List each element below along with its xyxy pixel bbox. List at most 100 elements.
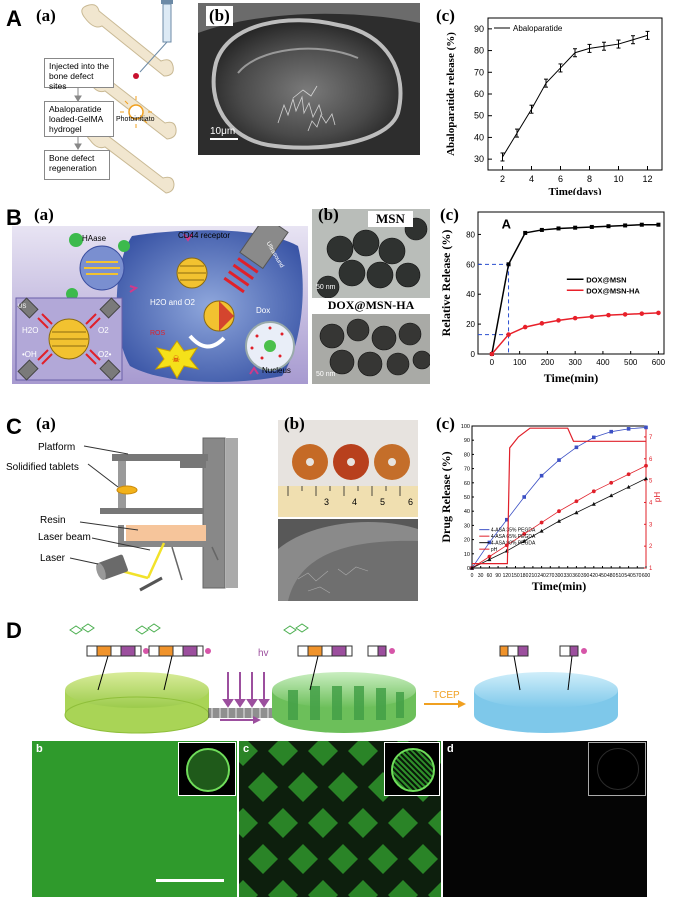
x-tick-label: 300 — [555, 573, 564, 579]
nucleus-label: Nucleus — [262, 366, 291, 375]
data-point — [592, 435, 596, 440]
x-tick-label: 30 — [478, 573, 484, 579]
panel-label-b-c: (c) — [440, 205, 459, 224]
y-right-axis-label: pH — [653, 492, 662, 502]
panel-letter-c: c — [243, 743, 250, 755]
inset-h2o: H2O — [22, 326, 39, 335]
data-point — [522, 532, 527, 536]
data-point — [589, 224, 594, 229]
data-point — [656, 222, 661, 227]
legend-label: Abaloparatide — [513, 24, 563, 33]
us-label: US — [18, 304, 27, 310]
photo-release-schematic — [64, 623, 618, 734]
data-point — [506, 332, 511, 337]
x-tick-label: 330 — [564, 573, 573, 579]
data-point — [487, 540, 492, 545]
plot-frame — [471, 425, 647, 569]
y-tick-label: 30 — [464, 523, 470, 529]
y-right-tick-label: 7 — [649, 435, 653, 441]
data-point — [622, 312, 628, 317]
panel-label-b-b: (b) — [318, 205, 339, 224]
fluorescent-diamond — [368, 844, 398, 874]
x-tick-label: 420 — [590, 573, 599, 579]
fluorescent-diamond — [288, 844, 318, 874]
data-point — [539, 520, 544, 525]
haase-label: HAase — [82, 234, 107, 243]
legend-label: 4-ASA 65% PEGDA — [491, 534, 536, 540]
data-point — [609, 480, 614, 485]
x-tick-label: 500 — [624, 358, 638, 367]
fluorescent-diamond — [308, 808, 338, 838]
data-point — [557, 509, 561, 514]
h2o-o2-label: H2O and O2 — [150, 298, 195, 307]
section-label-a: A — [6, 6, 22, 31]
y-right-tick-label: 2 — [649, 544, 653, 550]
data-point — [539, 528, 544, 533]
msn-label: MSN — [368, 211, 413, 227]
x-tick-label: 0 — [490, 358, 495, 367]
data-point — [573, 225, 578, 230]
y-tick-label: 90 — [474, 24, 484, 34]
x-tick-label: 4 — [529, 174, 534, 184]
x-tick-label: 510 — [616, 573, 625, 579]
x-tick-label: 150 — [511, 573, 520, 579]
y-right-tick-label: 5 — [649, 479, 653, 485]
data-point — [574, 510, 579, 515]
x-tick-label: 360 — [572, 573, 581, 579]
ruler-4: 4 — [352, 497, 358, 507]
y-tick-label: 70 — [474, 67, 484, 77]
fluorescent-diamond — [308, 880, 338, 897]
fluorescent-diamond — [328, 772, 358, 802]
data-point — [609, 429, 613, 434]
label-laser: Laser — [40, 553, 66, 564]
data-point — [606, 312, 611, 318]
y-tick-label: 60 — [474, 89, 484, 99]
series-line — [472, 427, 646, 565]
data-point — [639, 311, 645, 316]
y-axis-label: Drug Release (%) — [439, 451, 453, 542]
panel-label-a-a: (a) — [36, 6, 56, 25]
photoinitiator-icon — [120, 96, 152, 128]
legend-label: DOX@MSN — [586, 275, 626, 284]
series-line — [471, 427, 647, 569]
sem-image-hydrogel — [198, 3, 420, 155]
legend-label: DOX@MSN-HA — [586, 286, 640, 295]
x-tick-label: 600 — [652, 358, 666, 367]
y-tick-label: 40 — [466, 290, 475, 299]
x-tick-label: 60 — [487, 573, 493, 579]
tablet-photo — [278, 420, 418, 517]
fluorescent-diamond — [408, 844, 438, 874]
x-tick-label: 390 — [581, 573, 590, 579]
data-point — [606, 224, 611, 229]
data-point — [539, 227, 544, 232]
y-tick-label: 0 — [467, 566, 470, 572]
dox-msn-ha-label: DOX@MSN-HA — [312, 298, 430, 313]
ruler-3: 3 — [324, 497, 330, 507]
scale-bar — [156, 879, 224, 882]
y-tick-label: 50 — [464, 495, 470, 501]
fluorescence-panel-c: c — [239, 741, 441, 897]
fluorescent-diamond — [388, 808, 418, 838]
data-point — [487, 557, 492, 562]
data-point — [539, 473, 544, 478]
msn-scale: 50 nm — [316, 284, 336, 291]
x-tick-label: 120 — [503, 573, 512, 579]
data-point — [556, 226, 561, 231]
fluorescent-diamond — [288, 772, 318, 802]
fluorescent-diamond — [308, 741, 338, 766]
data-point — [487, 554, 492, 559]
panel-label-c-a: (a) — [36, 414, 56, 433]
ros-label: ROS — [150, 330, 166, 337]
data-point — [574, 445, 579, 450]
section-label-d: D — [6, 618, 22, 643]
tcep-label: TCEP — [433, 690, 460, 701]
fluorescent-diamond — [348, 880, 378, 897]
panel-label-c-b: (b) — [284, 414, 305, 433]
panel-letter-b: b — [36, 743, 43, 755]
data-point — [505, 517, 509, 522]
x-axis-label: Time(min) — [532, 579, 586, 593]
data-point — [523, 230, 528, 235]
data-point — [626, 484, 631, 489]
data-point — [489, 351, 495, 357]
